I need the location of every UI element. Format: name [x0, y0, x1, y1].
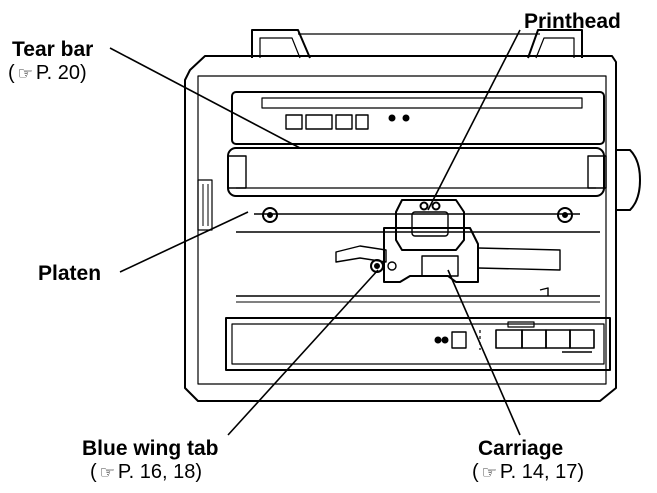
blue-wing-tab-reference: (☞P. 16, 18): [90, 461, 203, 483]
tear-bar-slot-4: [355, 114, 369, 130]
carriage-reference: (☞P. 14, 17): [472, 461, 585, 483]
platen-label: Platen: [38, 262, 102, 285]
tear-bar-slot-3: [335, 114, 353, 130]
ribbon-cable: [477, 247, 561, 271]
left-bail-roller: [262, 207, 278, 223]
blue-wing-tab-part: [335, 245, 387, 263]
tear-bar-reference: (☞P. 20): [8, 62, 87, 84]
printhead: [395, 199, 465, 251]
tear-bar-label: Tear bar: [12, 38, 94, 61]
panel-button-3: [521, 329, 547, 349]
carriage-ref-text: P. 14, 17: [499, 461, 578, 483]
pointing-hand-icon: ☞: [17, 64, 33, 83]
platen-knob: [616, 149, 641, 211]
panel-button-2: [495, 329, 523, 349]
printhead-leader: [427, 29, 521, 211]
tear-bar-slot-1: [285, 114, 303, 130]
carriage-label: Carriage: [478, 437, 564, 460]
panel-button-5: [569, 329, 595, 349]
pointing-hand-icon: ☞: [99, 463, 115, 482]
carriage-leader: [447, 269, 521, 436]
platen-roller: [227, 147, 605, 197]
panel-button-4: [545, 329, 571, 349]
tear-bar: [231, 91, 605, 145]
panel-indicator: [507, 321, 535, 328]
blue-wing-tab-leader: [227, 269, 379, 436]
control-panel: [225, 317, 611, 371]
blue-wing-tab-label: Blue wing tab: [82, 437, 219, 460]
tear-bar-slot-2: [305, 114, 333, 130]
panel-button-1: [451, 331, 467, 349]
right-paper-guide: [527, 29, 583, 59]
printer-casing: [184, 55, 617, 402]
pointing-hand-icon: ☞: [481, 463, 497, 482]
right-bail-roller: [557, 207, 573, 223]
tear-bar-ref-text: P. 20: [35, 62, 81, 84]
left-paper-guide: [251, 29, 311, 59]
casing-inner-edge: [197, 75, 607, 385]
platen-leader: [119, 211, 249, 273]
blue-wing-tab-ref-text: P. 16, 18: [117, 461, 196, 483]
printhead-label: Printhead: [524, 10, 621, 33]
tear-bar-leader: [109, 47, 301, 149]
